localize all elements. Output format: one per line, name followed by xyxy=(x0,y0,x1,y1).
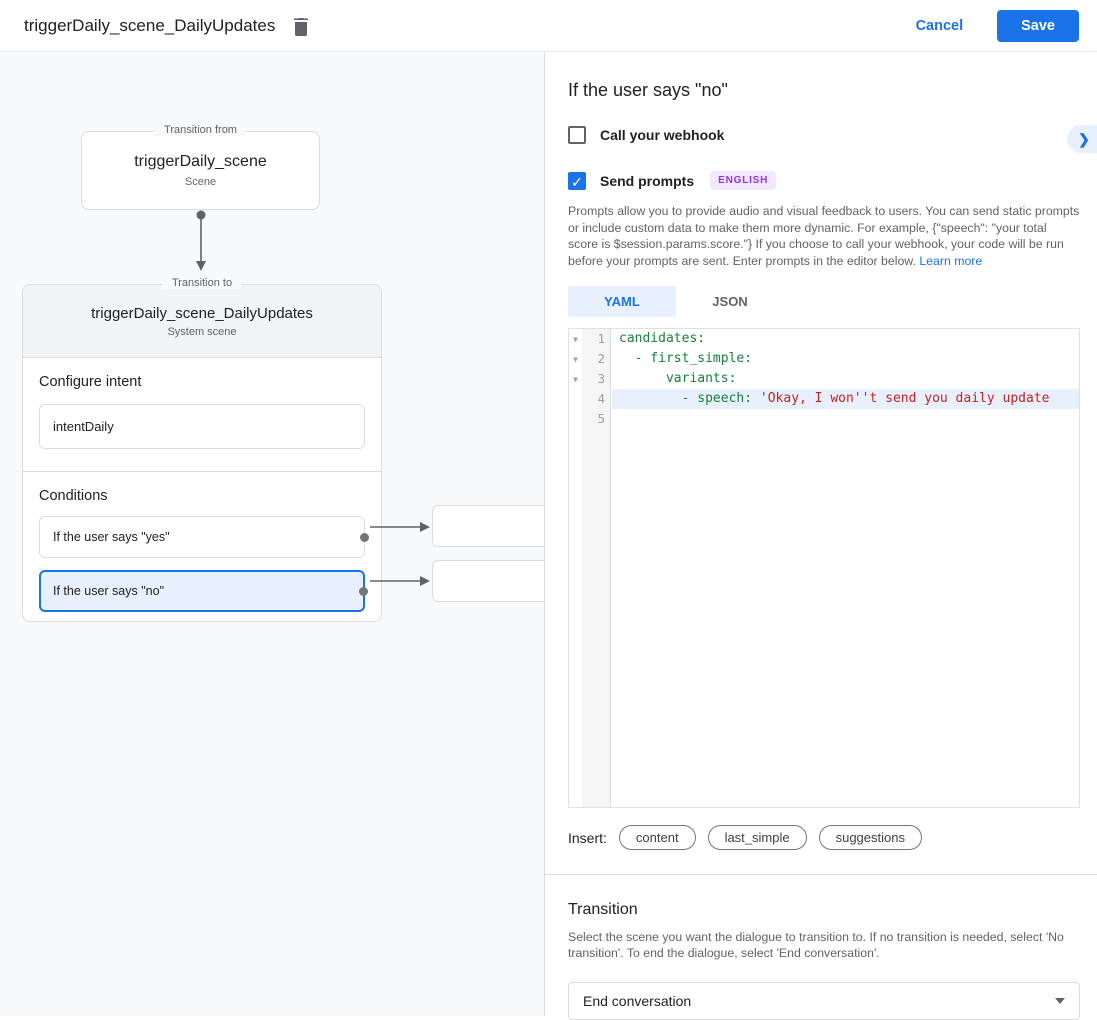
configure-intent-section: Configure intent intentDaily xyxy=(23,358,381,471)
collapse-panel-button[interactable]: ❯ xyxy=(1067,125,1097,153)
code-line: - speech: 'Okay, I won''t send you daily… xyxy=(612,389,1079,409)
prompts-description-text: Prompts allow you to provide audio and v… xyxy=(568,204,1080,268)
learn-more-link[interactable]: Learn more xyxy=(919,253,983,268)
format-tabs: YAML JSON xyxy=(568,286,1080,317)
fold-gutter: ▼ ▼ ▼ xyxy=(569,329,582,807)
line-number-gutter: 1 2 3 4 5 xyxy=(582,329,611,807)
code-token: candidates: xyxy=(619,331,706,346)
to-scene-header: triggerDaily_scene_DailyUpdates System s… xyxy=(23,285,381,358)
insert-chips: content last_simple suggestions xyxy=(607,825,922,850)
from-scene-subtitle: Scene xyxy=(184,176,217,188)
code-line: candidates: xyxy=(612,329,1079,349)
connector-dot xyxy=(360,532,369,542)
cancel-button[interactable]: Cancel xyxy=(915,17,964,34)
panel-title: If the user says "no" xyxy=(568,80,728,100)
transition-from-frame-label: Transition from xyxy=(154,124,247,136)
fold-toggle-icon[interactable]: ▼ xyxy=(573,354,578,364)
intent-item[interactable]: intentDaily xyxy=(39,404,365,449)
section-divider xyxy=(545,874,1097,875)
insert-row: Insert: content last_simple suggestions xyxy=(568,825,1080,850)
code-area[interactable]: candidates: - first_simple: variants: - … xyxy=(612,329,1079,807)
condition-item[interactable]: If the user says "no" xyxy=(39,570,368,612)
delete-scene-button[interactable] xyxy=(293,16,309,36)
code-token: variants: xyxy=(619,371,737,386)
target-scene-box[interactable] xyxy=(432,505,544,547)
condition-item[interactable]: If the user says "yes" xyxy=(39,516,369,558)
transition-to-node[interactable]: Transition to triggerDaily_scene_DailyUp… xyxy=(22,277,382,622)
call-webhook-label: Call your webhook xyxy=(600,127,725,143)
line-number: 3 xyxy=(597,371,605,386)
send-prompts-label: Send prompts xyxy=(600,172,695,189)
webhook-row: Call your webhook xyxy=(568,126,1080,144)
conditions-heading: Conditions xyxy=(39,488,108,504)
top-bar: triggerDaily_scene_DailyUpdates Cancel S… xyxy=(0,0,1097,52)
tab-yaml[interactable]: YAML xyxy=(568,286,676,317)
insert-label: Insert: xyxy=(568,829,607,846)
prompts-description: Prompts allow you to provide audio and v… xyxy=(568,203,1080,269)
from-scene-title: triggerDaily_scene xyxy=(134,153,267,170)
line-number: 4 xyxy=(597,391,605,406)
fold-spacer xyxy=(569,409,582,429)
condition-yes-arrow xyxy=(370,522,430,532)
fold-toggle-icon[interactable]: ▼ xyxy=(573,374,578,384)
transition-heading: Transition xyxy=(568,901,638,918)
chevron-right-icon: ❯ xyxy=(1078,130,1090,147)
code-line: variants: xyxy=(612,369,1079,389)
insert-chip-last_simple[interactable]: last_simple xyxy=(707,825,807,850)
condition-label: If the user says "yes" xyxy=(53,530,170,544)
transition-dropdown-value: End conversation xyxy=(583,993,692,1009)
tab-json[interactable]: JSON xyxy=(712,294,748,309)
trash-icon xyxy=(293,16,309,36)
condition-no-arrow xyxy=(370,576,430,586)
conditions-list: If the user says "yes" If the user says "… xyxy=(39,516,369,612)
code-token: 'Okay, I won''t send you daily update xyxy=(759,391,1050,406)
condition-editor-panel: If the user says "no" ❯ Call your webhoo… xyxy=(545,52,1097,1020)
transition-to-frame-label: Transition to xyxy=(161,277,243,289)
fold-toggle-icon[interactable]: ▼ xyxy=(573,334,578,344)
line-number: 2 xyxy=(597,351,605,366)
yaml-code-editor[interactable]: ▼ ▼ ▼ 1 2 3 4 5 candidates: - first_simple: va… xyxy=(568,328,1080,808)
transition-dropdown[interactable]: End conversation xyxy=(568,982,1080,1020)
call-webhook-checkbox[interactable] xyxy=(568,126,586,144)
code-line: - first_simple: xyxy=(612,349,1079,369)
transition-from-node[interactable]: Transition from triggerDaily_scene Scene xyxy=(81,124,320,210)
conditions-section: Conditions If the user says "yes"If the … xyxy=(23,471,381,634)
send-prompts-checkbox[interactable]: ✓ xyxy=(568,171,586,190)
condition-label: If the user says "no" xyxy=(53,584,165,598)
down-arrow-connector xyxy=(196,210,206,271)
insert-chip-suggestions[interactable]: suggestions xyxy=(818,825,922,850)
line-number: 1 xyxy=(597,331,605,346)
check-icon: ✓ xyxy=(571,173,583,190)
connector-dot xyxy=(359,586,368,596)
save-button[interactable]: Save xyxy=(997,9,1079,42)
target-scene-box[interactable] xyxy=(432,560,544,602)
line-number: 5 xyxy=(597,411,605,426)
configure-intent-heading: Configure intent xyxy=(39,374,142,390)
fold-spacer xyxy=(569,389,582,409)
code-token: - speech: xyxy=(619,391,760,406)
code-token: - first_simple: xyxy=(619,351,753,366)
code-line xyxy=(612,409,1079,429)
dropdown-caret-icon xyxy=(1055,998,1065,1004)
send-prompts-row: ✓ Send prompts ENGLISH xyxy=(568,171,1080,190)
language-badge: ENGLISH xyxy=(710,171,777,190)
page-title: triggerDaily_scene_DailyUpdates xyxy=(24,15,276,35)
scene-flow-canvas: Transition from triggerDaily_scene Scene… xyxy=(0,52,545,1016)
transition-description: Select the scene you want the dialogue t… xyxy=(568,930,1064,960)
insert-chip-content[interactable]: content xyxy=(618,825,696,850)
to-scene-subtitle: System scene xyxy=(167,326,237,338)
to-scene-title: triggerDaily_scene_DailyUpdates xyxy=(91,305,313,322)
